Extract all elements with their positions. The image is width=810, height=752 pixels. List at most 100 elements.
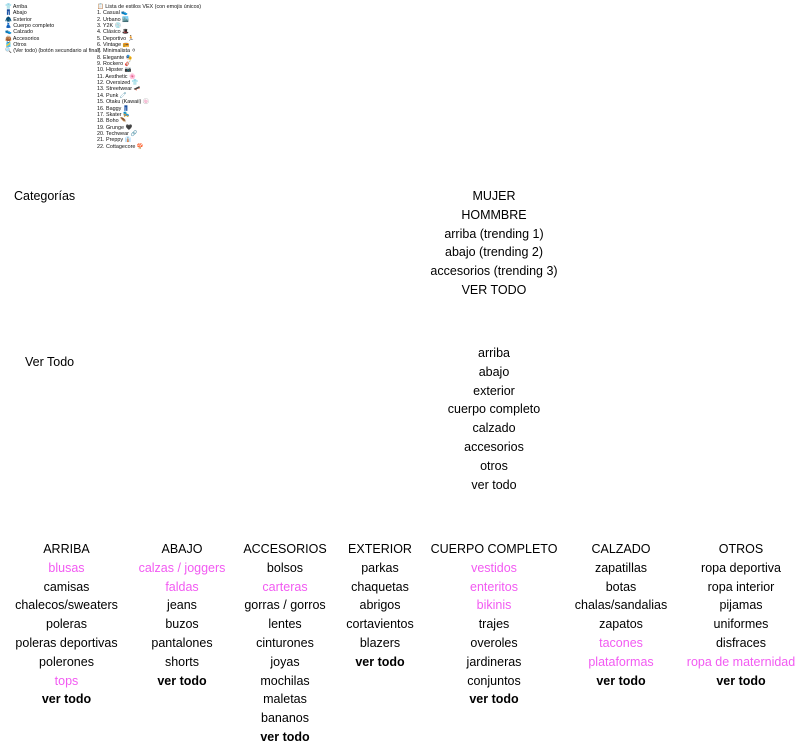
column-title[interactable]: CALZADO <box>591 542 651 556</box>
column-ver-todo-link[interactable]: ver todo <box>355 654 405 669</box>
column-item[interactable]: poleras <box>46 617 87 632</box>
style-list-item: 8. Elegante 🎭 <box>97 54 133 61</box>
ver-todo-item-accesorios[interactable]: accesorios <box>464 439 524 454</box>
column-ver-todo-link[interactable]: ver todo <box>41 692 92 707</box>
column-ver-todo-link[interactable]: ver todo <box>157 673 207 688</box>
column-item[interactable]: camisas <box>43 579 90 594</box>
column-item[interactable]: faldas <box>165 579 199 594</box>
style-list-item: 13. Streetwear 🛹 <box>97 86 141 93</box>
column-item[interactable]: zapatos <box>599 617 643 632</box>
style-list-item: 11. Aesthetic 🌸 <box>97 73 136 80</box>
column-item[interactable]: overoles <box>470 635 518 650</box>
column-item[interactable]: pantalones <box>151 635 213 650</box>
column-item[interactable]: chalas/sandalias <box>574 598 668 613</box>
column-item[interactable]: disfraces <box>715 635 767 650</box>
column-item[interactable]: uniformes <box>713 617 769 632</box>
style-list-item: 12. Oversized 👕 <box>97 80 139 87</box>
column-item[interactable]: bolsos <box>266 560 304 575</box>
menu-item-abajo-trending[interactable]: abajo (trending 2) <box>445 245 543 260</box>
styles-list-title: 📋 Lista de estilos VEX (con emojis único… <box>97 4 202 10</box>
ver-todo-item-ver-todo[interactable]: ver todo <box>471 477 517 492</box>
column-item[interactable]: mochilas <box>260 673 310 688</box>
column-item[interactable]: tops <box>54 673 79 688</box>
column-arriba: ARRIBA blusas camisas chalecos/sweaters pole… <box>0 540 133 709</box>
column-item[interactable]: poleras deportivas <box>15 635 118 650</box>
column-title[interactable]: ARRIBA <box>43 542 90 556</box>
column-item[interactable]: maletas <box>263 692 307 707</box>
column-item[interactable]: abrigos <box>359 598 401 613</box>
column-title[interactable]: CUERPO COMPLETO <box>430 542 558 556</box>
column-item[interactable]: cinturones <box>256 635 314 650</box>
category-list-item: 👖 Abajo <box>5 10 27 17</box>
column-item[interactable]: ropa interior <box>707 579 775 594</box>
ver-todo-item-calzado[interactable]: calzado <box>472 421 516 436</box>
style-list-item: 9. Rockero 🎸 <box>97 61 132 68</box>
column-item[interactable]: gorras / gorros <box>244 598 326 613</box>
style-list-item: 1. Casual 👟 <box>97 10 128 17</box>
column-ver-todo-link[interactable]: ver todo <box>596 673 646 688</box>
category-list-item: 👜 Accesorios <box>5 35 40 42</box>
style-list-item: 18. Boho 🪶 <box>97 118 127 125</box>
column-item[interactable]: shorts <box>164 654 200 669</box>
ver-todo-item-exterior[interactable]: exterior <box>473 383 515 398</box>
column-item[interactable]: blusas <box>48 560 85 575</box>
category-list-item: 🎽 Otros <box>5 42 27 49</box>
column-item[interactable]: enteritos <box>470 579 518 594</box>
column-item[interactable]: calzas / joggers <box>138 560 226 575</box>
column-title[interactable]: EXTERIOR <box>348 542 412 556</box>
style-list-item: 16. Baggy 👖 <box>97 105 130 112</box>
column-ver-todo-link[interactable]: ver todo <box>469 692 519 707</box>
column-item[interactable]: joyas <box>270 654 300 669</box>
column-item[interactable]: parkas <box>361 560 399 575</box>
column-item[interactable]: pijamas <box>719 598 763 613</box>
ver-todo-item-otros[interactable]: otros <box>480 458 508 473</box>
style-list-item: 15. Otaku (Kawaii) 🍥 <box>97 99 150 106</box>
column-title[interactable]: ABAJO <box>161 542 203 556</box>
ver-todo-item-arriba[interactable]: arriba <box>478 346 510 360</box>
column-item[interactable]: polerones <box>39 654 94 669</box>
style-list-item: 2. Urbano 🏙️ <box>97 16 129 23</box>
column-abajo: ABAJO calzas / joggers faldas jeans buzos pan… <box>128 540 236 690</box>
category-list-item: 👗 Cuerpo completo <box>5 23 55 30</box>
column-item[interactable]: conjuntos <box>467 673 521 688</box>
column-item[interactable]: buzos <box>165 617 199 632</box>
column-item[interactable]: lentes <box>268 617 302 632</box>
column-item[interactable]: trajes <box>478 617 510 632</box>
column-item[interactable]: tacones <box>599 635 643 650</box>
menu-item-accesorios-trending[interactable]: accesorios (trending 3) <box>430 264 558 279</box>
column-item[interactable]: blazers <box>359 635 401 650</box>
column-item[interactable]: plataformas <box>588 654 654 669</box>
ver-todo-label: Ver Todo <box>25 355 75 369</box>
column-item[interactable]: chalecos/sweaters <box>15 598 118 613</box>
styles-list: 📋 Lista de estilos VEX (con emojis único… <box>97 4 201 150</box>
column-item[interactable]: jardineras <box>466 654 522 669</box>
style-list-item: 6. Vintage 📻 <box>97 42 130 49</box>
style-list-item: 17. Skater 🛼 <box>97 111 130 118</box>
menu-item-arriba-trending[interactable]: arriba (trending 1) <box>444 226 544 241</box>
column-item[interactable]: ropa deportiva <box>701 560 781 575</box>
column-item[interactable]: vestidos <box>471 560 517 575</box>
menu-item-ver-todo[interactable]: VER TODO <box>461 282 527 297</box>
column-ver-todo-link[interactable]: ver todo <box>716 673 766 688</box>
column-item[interactable]: ropa de maternidad <box>686 654 796 669</box>
column-item[interactable]: carteras <box>262 579 308 594</box>
ver-todo-item-abajo[interactable]: abajo <box>478 364 510 379</box>
column-item[interactable]: chaquetas <box>351 579 409 594</box>
column-item[interactable]: bikinis <box>476 598 512 613</box>
style-list-item: 20. Techwear 🔗 <box>97 130 138 137</box>
column-item[interactable]: zapatillas <box>594 560 648 575</box>
column-item[interactable]: bananos <box>261 711 309 726</box>
column-ver-todo-link[interactable]: ver todo <box>260 729 310 744</box>
column-cuerpo-completo: CUERPO COMPLETO vestidos enteritos bikinis t… <box>426 540 562 709</box>
column-title[interactable]: ACCESORIOS <box>243 542 327 556</box>
column-item[interactable]: jeans <box>167 598 197 613</box>
column-otros: OTROS ropa deportiva ropa interior pijamas u… <box>680 540 802 690</box>
column-item[interactable]: botas <box>605 579 637 594</box>
menu-item-hombre[interactable]: HOMMBRE <box>461 207 527 222</box>
column-title[interactable]: OTROS <box>718 542 764 556</box>
column-item[interactable]: cortavientos <box>346 617 414 632</box>
category-list-item: 👟 Calzado <box>5 29 33 36</box>
menu-item-mujer[interactable]: MUJER <box>472 189 516 203</box>
style-list-item: 5. Deportivo 🏃 <box>97 35 135 42</box>
ver-todo-item-cuerpo-completo[interactable]: cuerpo completo <box>447 402 541 417</box>
